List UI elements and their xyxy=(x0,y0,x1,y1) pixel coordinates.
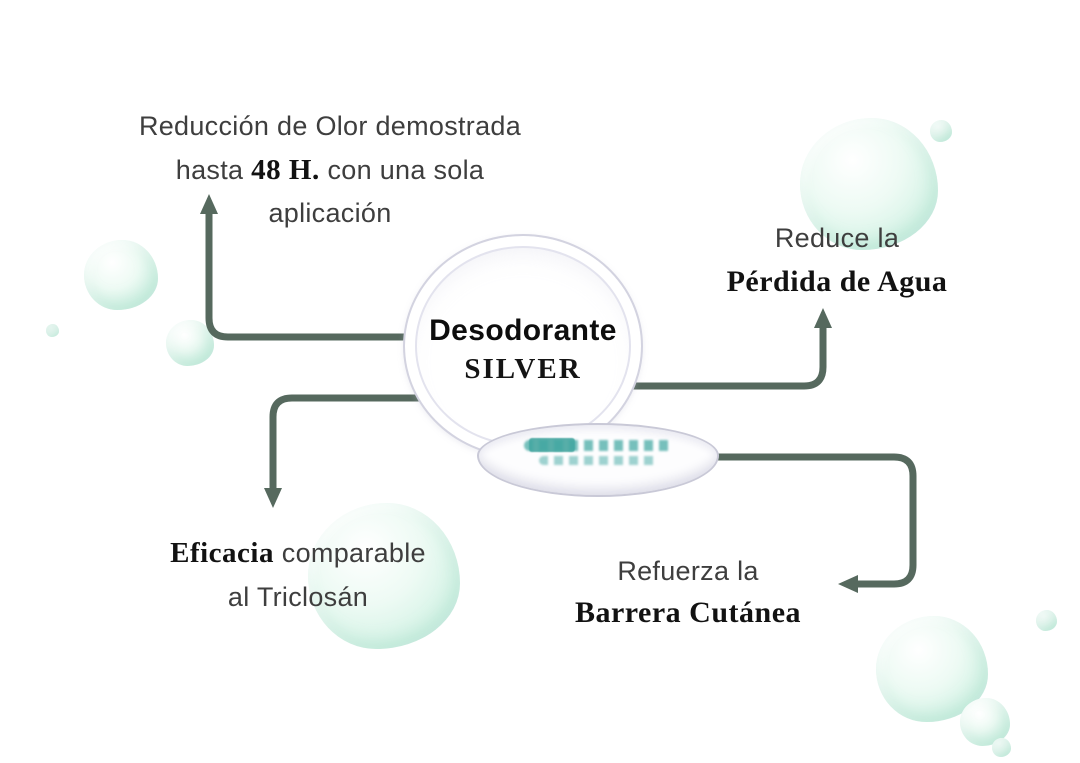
product-subtitle: SILVER xyxy=(464,353,582,386)
callout-efficacy-line1: Eficacia comparable xyxy=(118,530,478,576)
bubble-left-lower xyxy=(166,320,214,366)
callout-skin-barrier: Refuerza la Barrera Cutánea xyxy=(528,552,848,635)
arrow-water-loss xyxy=(596,308,832,390)
callout-efficacy-line2: al Triclosán xyxy=(118,576,478,619)
bubble-left-tiny xyxy=(46,324,59,337)
callout-barrier-emphasis: Barrera Cutánea xyxy=(574,596,802,630)
product-tin-lid xyxy=(477,423,719,497)
product-title: Desodorante xyxy=(429,313,617,347)
callout-water-text1: Reduce la xyxy=(774,223,900,253)
callout-odor-48h: 48 H. xyxy=(251,153,320,186)
callout-odor-text3: con una sola xyxy=(319,154,485,185)
callout-barrier-text1: Refuerza la xyxy=(617,556,759,586)
callout-water-line1: Reduce la xyxy=(672,218,1002,259)
bubble-top-right-large xyxy=(800,118,938,250)
bubble-bottom-edge-tiny xyxy=(992,738,1011,757)
arrow-skin-barrier xyxy=(676,453,917,593)
callout-odor-line2: hasta 48 H. con una sola xyxy=(80,148,580,193)
arrow-efficacy xyxy=(264,394,474,508)
callout-odor-text4: aplicación xyxy=(268,197,392,228)
callout-efficacy-text1: comparable xyxy=(273,538,426,568)
callout-water-emphasis: Pérdida de Agua xyxy=(726,264,948,298)
bubble-bottom-center xyxy=(308,503,460,649)
callout-efficacy-text2: al Triclosán xyxy=(227,582,369,613)
product-jar-top: Desodorante SILVER xyxy=(403,234,643,458)
callout-water-line2: Pérdida de Agua xyxy=(672,259,1002,304)
bubble-left-mid xyxy=(84,240,158,310)
bubble-right-tiny xyxy=(1036,610,1057,631)
callout-barrier-line2: Barrera Cutánea xyxy=(528,591,848,635)
callout-odor-reduction: Reducción de Olor demostrada hasta 48 H.… xyxy=(80,106,580,235)
callout-odor-line1: Reducción de Olor demostrada xyxy=(80,106,580,148)
bubble-top-right-small xyxy=(930,120,952,142)
callout-barrier-line1: Refuerza la xyxy=(528,552,848,591)
callout-efficacy: Eficacia comparable al Triclosán xyxy=(118,530,478,620)
tin-print-row2 xyxy=(538,456,658,465)
callout-odor-line3: aplicación xyxy=(80,193,580,235)
callout-water-loss: Reduce la Pérdida de Agua xyxy=(672,218,1002,304)
callout-odor-text1: Reducción de Olor demostrada xyxy=(138,111,522,141)
tin-print-row1 xyxy=(524,440,672,451)
callout-efficacy-emphasis: Eficacia xyxy=(170,537,274,569)
arrow-odor-reduction xyxy=(200,194,474,341)
callout-odor-text2: hasta xyxy=(175,154,252,185)
